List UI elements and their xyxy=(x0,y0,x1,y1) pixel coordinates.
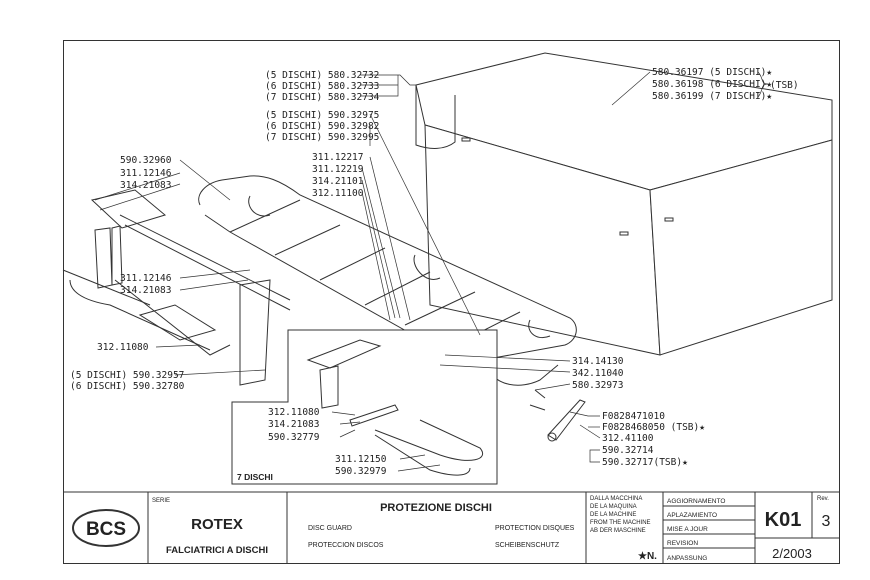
callout-311-12146-a: 311.12146 xyxy=(120,168,172,179)
bcs-logo-ring xyxy=(72,509,140,547)
star-n-mark: ★N. xyxy=(638,551,657,562)
drawing-date: 2/2003 xyxy=(772,546,812,561)
inset-callout-590-32979: 590.32979 xyxy=(335,466,387,477)
callout-311-12219: 311.12219 xyxy=(312,164,364,175)
callout-311-12146-b: 311.12146 xyxy=(120,273,172,284)
title-english: DISC GUARD xyxy=(308,525,352,532)
callout-cover-5: (5 DISCHI) 580.32732 xyxy=(265,70,379,81)
hinge-hardware xyxy=(529,389,586,442)
from-machine-de: AB DER MASCHINE xyxy=(590,528,646,534)
inset-callout-314-21083: 314.21083 xyxy=(268,419,319,430)
mounting-frame xyxy=(62,189,291,386)
leader-lines xyxy=(94,71,769,472)
callout-rail-5: (5 DISCHI) 590.32957 xyxy=(70,370,184,381)
callout-590-32717: 590.32717(TSB)★ xyxy=(602,457,688,468)
callout-314-21101: 314.21101 xyxy=(312,176,364,187)
callout-314-21083-b: 314.21083 xyxy=(120,285,171,296)
callout-tsb-7: 580.36199 (7 DISCHI)★ xyxy=(652,91,772,102)
callout-tsb-5: 580.36197 (5 DISCHI)★ xyxy=(652,67,772,78)
callout-cover-7: (7 DISCHI) 580.32734 xyxy=(265,92,380,103)
callout-guard-7: (7 DISCHI) 590.32995 xyxy=(265,132,379,143)
update-fr: MISE A JOUR xyxy=(667,526,708,533)
callout-cover-6: (6 DISCHI) 580.32733 xyxy=(265,81,379,92)
revision-label: Rev. xyxy=(817,496,829,502)
model-name: ROTEX xyxy=(191,516,243,533)
callout-rail-6: (6 DISCHI) 590.32780 xyxy=(70,381,185,392)
from-machine-es: DE LA MAQUINA xyxy=(590,504,637,510)
title-french: PROTECTION DISQUES xyxy=(495,525,575,532)
from-machine-it: DALLA MACCHINA xyxy=(590,496,642,502)
title-german: SCHEIBENSCHUTZ xyxy=(495,542,560,549)
callout-311-12217: 311.12217 xyxy=(312,152,363,163)
title-block: BCS SERIE ROTEX FALCIATRICI A DISCHI PRO… xyxy=(86,496,831,562)
callout-tsb-tag: (TSB) xyxy=(770,80,799,91)
inset-callout-590-32779: 590.32779 xyxy=(268,432,320,443)
callout-312-11080: 312.11080 xyxy=(97,342,149,353)
title-block-frame xyxy=(63,491,840,564)
callout-labels: (5 DISCHI) 580.32732 (6 DISCHI) 580.3273… xyxy=(70,67,799,482)
callout-314-14130: 314.14130 xyxy=(572,356,624,367)
callout-314-21083-a: 314.21083 xyxy=(120,180,171,191)
update-de: ANPASSUNG xyxy=(667,555,707,562)
callout-580-32973: 580.32973 xyxy=(572,380,623,391)
from-machine-fr: DE LA MACHINE xyxy=(590,512,636,518)
tsb-cover-box xyxy=(415,52,833,356)
update-it: AGGIORNAMENTO xyxy=(667,498,725,505)
inset-7-dischi xyxy=(231,329,498,485)
inset-title: 7 DISCHI xyxy=(237,472,273,482)
callout-590-32714: 590.32714 xyxy=(602,445,654,456)
serie-label: SERIE xyxy=(152,498,170,504)
callout-312-41100: 312.41100 xyxy=(602,433,654,444)
callout-342-11040: 342.11040 xyxy=(572,368,624,379)
callout-590-32960: 590.32960 xyxy=(120,155,172,166)
callout-f0828471010: F0828471010 xyxy=(602,411,665,422)
drawing-title: PROTEZIONE DISCHI xyxy=(380,502,492,514)
drawing-code: K01 xyxy=(765,509,802,531)
inset-callout-312-11080: 312.11080 xyxy=(268,407,320,418)
from-machine-en: FROM THE MACHINE xyxy=(590,520,651,526)
callout-f0828468050: F0828468050 (TSB)★ xyxy=(602,422,705,433)
bcs-logo: BCS xyxy=(86,519,126,540)
model-subtitle: FALCIATRICI A DISCHI xyxy=(166,545,268,556)
callout-guard-6: (6 DISCHI) 590.32982 xyxy=(265,121,379,132)
revision-number: 3 xyxy=(822,513,831,530)
callout-guard-5: (5 DISCHI) 590.32975 xyxy=(265,110,379,121)
callout-tsb-6: 580.36198 (6 DISCHI)★ xyxy=(652,79,772,90)
drawing-sheet xyxy=(63,40,840,564)
update-es: APLAZAMIENTO xyxy=(667,512,717,519)
title-spanish: PROTECCION DISCOS xyxy=(308,542,384,549)
callout-312-11100: 312.11100 xyxy=(312,188,364,199)
update-en: REVISION xyxy=(667,540,698,547)
inset-callout-311-12150: 311.12150 xyxy=(335,454,387,465)
